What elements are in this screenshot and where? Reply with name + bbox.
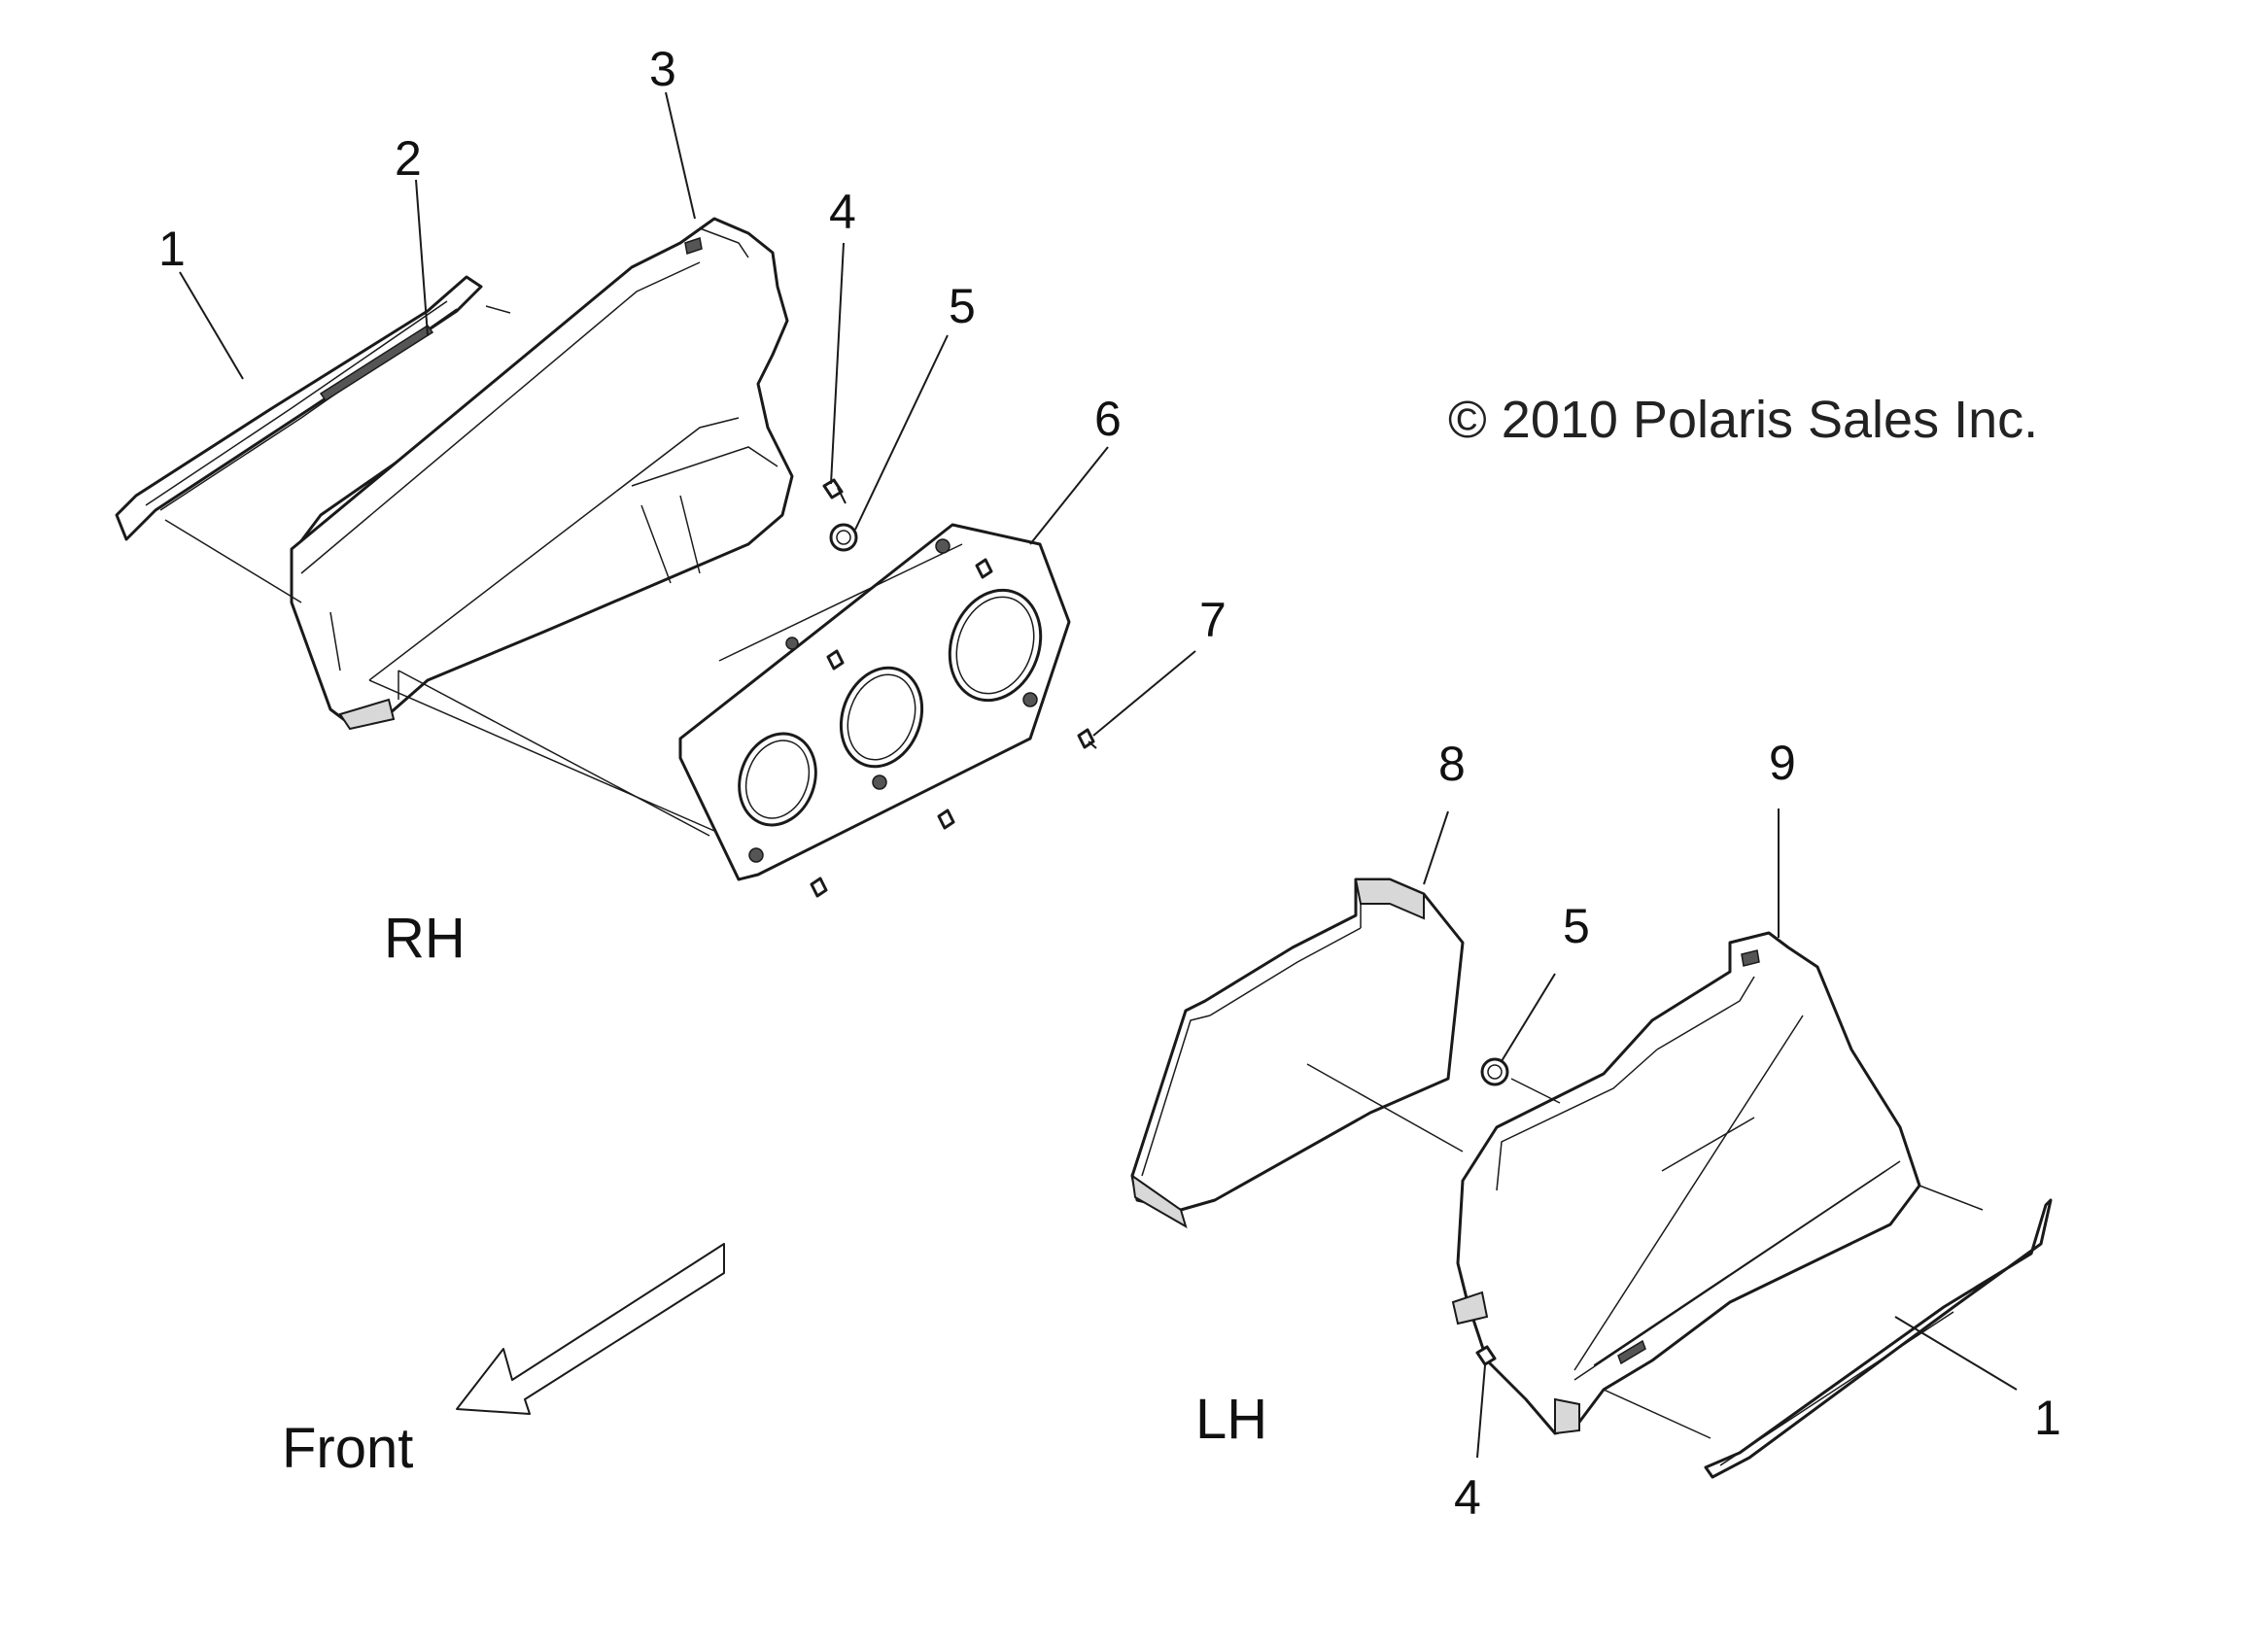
lh-part-1-trim-strip <box>1704 1198 2053 1479</box>
callout-lh-5: 5 <box>1563 899 1590 953</box>
rh-part-5-grommet <box>829 523 858 552</box>
front-label: Front <box>282 1417 413 1480</box>
lh-label: LH <box>1195 1388 1267 1451</box>
lh-assembly <box>1130 878 2053 1479</box>
rh-label: RH <box>384 907 466 970</box>
rh-part-3-pod-housing <box>290 217 794 731</box>
callout-rh-1: 1 <box>158 222 186 276</box>
rh-part-1-trim-strip <box>115 275 483 541</box>
callout-lh-8: 8 <box>1438 737 1466 791</box>
callout-rh-6: 6 <box>1094 392 1122 446</box>
callout-numbers: 1 2 3 4 5 6 7 8 9 5 1 4 <box>158 42 2061 1525</box>
rh-assembly <box>115 217 1097 898</box>
rh-part-6-gauge-plate <box>678 523 1071 881</box>
lh-part-5-grommet <box>1480 1057 1509 1086</box>
front-arrow-icon <box>456 1243 725 1415</box>
callout-lh-4: 4 <box>1454 1470 1481 1525</box>
callout-rh-4: 4 <box>829 185 856 239</box>
lh-part-8-gauge-pod <box>1130 878 1465 1229</box>
callout-leaders <box>179 91 2018 1459</box>
callout-rh-7: 7 <box>1199 593 1227 647</box>
rh-part-4-screw <box>822 478 847 504</box>
lh-part-4-screw <box>1475 1345 1497 1366</box>
rh-part-7-screws <box>810 558 1097 898</box>
lh-part-9-housing <box>1451 931 1921 1435</box>
callout-rh-2: 2 <box>395 131 422 186</box>
callout-lh-1: 1 <box>2034 1391 2061 1445</box>
callout-rh-5: 5 <box>949 279 976 333</box>
callout-rh-3: 3 <box>649 42 676 96</box>
copyright-notice: © 2010 Polaris Sales Inc. <box>1448 391 2038 449</box>
callout-lh-9: 9 <box>1769 736 1796 790</box>
